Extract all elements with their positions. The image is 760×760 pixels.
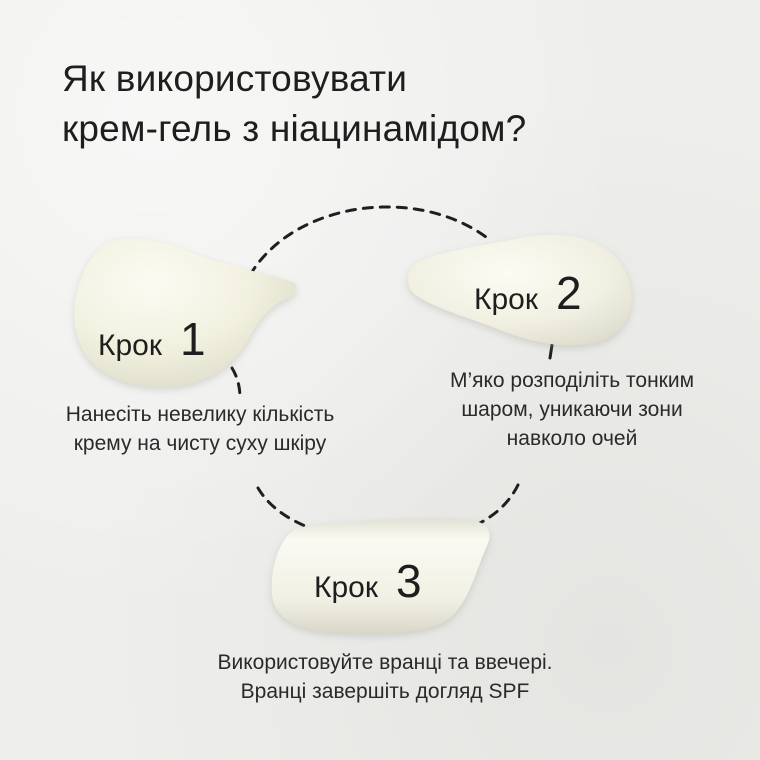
step-3-number: 3 bbox=[395, 555, 422, 607]
step-2-description: М’яко розподіліть тонким шаром, уникаючи… bbox=[406, 366, 738, 453]
step-1-label: Крок 1 bbox=[98, 312, 206, 366]
step-3-label: Крок 3 bbox=[314, 554, 422, 608]
step-2-word: Крок bbox=[474, 283, 538, 316]
title-line-2: крем-гель з ніацинамідом? bbox=[62, 108, 527, 149]
dashed-arc-1-3-top bbox=[230, 366, 242, 400]
cream-swatch-1 bbox=[74, 238, 297, 387]
step-3-word: Крок bbox=[314, 571, 378, 604]
dashed-arc-2-3-top bbox=[548, 343, 554, 360]
page-title: Як використовувати крем-гель з ніацинамі… bbox=[62, 54, 702, 154]
step-3-desc-line: Використовуйте вранці та ввечері. bbox=[217, 651, 553, 674]
step-2-desc-line: навколо очей bbox=[506, 427, 638, 450]
dashed-arc-1-2 bbox=[248, 205, 492, 277]
title-line-1: Як використовувати bbox=[62, 58, 408, 99]
step-1-desc-line: крему на чисту суху шкіру bbox=[73, 432, 327, 455]
step-3-desc-line: Вранці завершіть догляд SPF bbox=[240, 680, 530, 703]
step-1-number: 1 bbox=[179, 313, 206, 365]
step-2-desc-line: шаром, уникаючи зони bbox=[461, 398, 683, 421]
step-1-desc-line: Нанесіть невелику кількість bbox=[65, 403, 335, 426]
cream-swatch-2 bbox=[407, 234, 632, 346]
step-2-label: Крок 2 bbox=[474, 266, 582, 320]
step-1-word: Крок bbox=[98, 329, 162, 362]
step-2-desc-line: М’яко розподіліть тонким bbox=[449, 369, 695, 392]
cream-swatch-3 bbox=[271, 518, 490, 634]
dashed-arc-1-3 bbox=[256, 486, 312, 530]
step-1-description: Нанесіть невелику кількість крему на чис… bbox=[20, 400, 380, 458]
step-2-number: 2 bbox=[555, 267, 582, 319]
step-3-description: Використовуйте вранці та ввечері. Вранці… bbox=[160, 648, 610, 706]
